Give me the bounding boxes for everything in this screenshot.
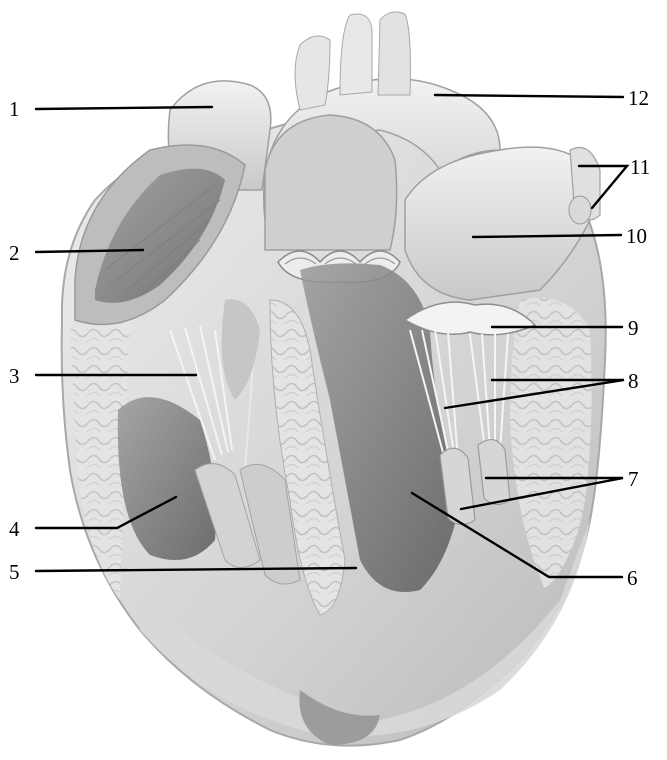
label-12: 12 xyxy=(628,86,649,110)
label-11: 11 xyxy=(630,155,650,179)
label-2: 2 xyxy=(9,241,20,265)
label-10: 10 xyxy=(626,224,647,248)
label-3: 3 xyxy=(9,364,20,388)
label-5: 5 xyxy=(9,560,20,584)
label-7: 7 xyxy=(628,467,639,491)
label-1: 1 xyxy=(9,97,20,121)
label-9: 9 xyxy=(628,316,639,340)
label-4: 4 xyxy=(9,517,20,541)
label-8: 8 xyxy=(628,369,639,393)
label-6: 6 xyxy=(627,566,638,590)
